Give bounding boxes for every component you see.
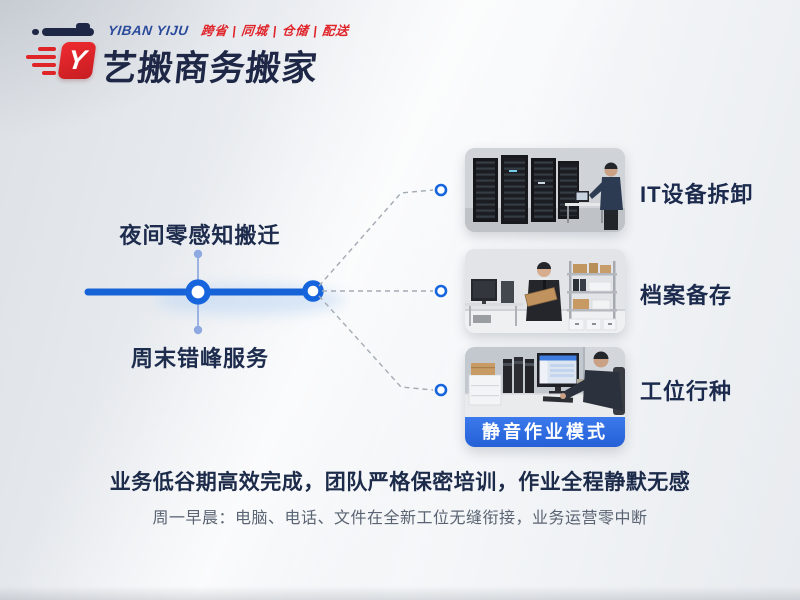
- background-bottom-shadow: [0, 586, 800, 600]
- speed-lines-icon: [24, 42, 66, 82]
- service-card-it: [465, 148, 625, 232]
- branch-node-top-icon: [434, 183, 448, 197]
- timeline-dot-bottom-icon: [193, 325, 203, 335]
- truck-icon: [32, 23, 94, 36]
- service-card-workstation: 静音作业模式: [465, 347, 625, 447]
- service-label-archive: 档案备存: [640, 283, 733, 308]
- footer-headline: 业务低谷期高效完成，团队严格保密培训，作业全程静默无感: [109, 471, 691, 494]
- timeline-label-weekend: 周末错峰服务: [130, 346, 269, 371]
- line-glow: [155, 285, 345, 315]
- service-label-workstation: 工位行种: [640, 379, 733, 404]
- server-room-photo: [465, 148, 625, 232]
- service-card-archive: [465, 249, 625, 333]
- timeline-label-night: 夜间零感知搬迁: [119, 223, 281, 248]
- brand-tagline: YIBAN YIJU 跨省 | 同城 | 仓储 | 配送: [107, 20, 350, 40]
- brand-tagline-en: YIBAN YIJU: [107, 23, 190, 38]
- brand-tagline-services: 跨省 | 同城 | 仓储 | 配送: [200, 24, 350, 38]
- silent-mode-badge: 静音作业模式: [465, 417, 625, 447]
- brand-logo: YIBAN YIJU 跨省 | 同城 | 仓储 | 配送 Y 艺搬商务搬家: [24, 16, 350, 88]
- archive-office-photo: [465, 249, 625, 333]
- service-label-it: IT设备拆卸: [640, 182, 754, 207]
- timeline-node-right-icon: [302, 280, 324, 302]
- brand-letter: Y: [65, 45, 89, 75]
- workstation-photo: [465, 347, 625, 417]
- footer-subline: 周一早晨：电脑、电话、文件在全新工位无缝衔接，业务运营零中断: [152, 510, 648, 527]
- brand-title: 艺搬商务搬家: [99, 49, 320, 88]
- timeline-dot-top-icon: [193, 249, 203, 259]
- timeline-node-center-icon: [185, 279, 211, 305]
- branch-node-middle-icon: [434, 284, 448, 298]
- branch-node-bottom-icon: [434, 383, 448, 397]
- brand-letter-badge: Y: [57, 42, 97, 79]
